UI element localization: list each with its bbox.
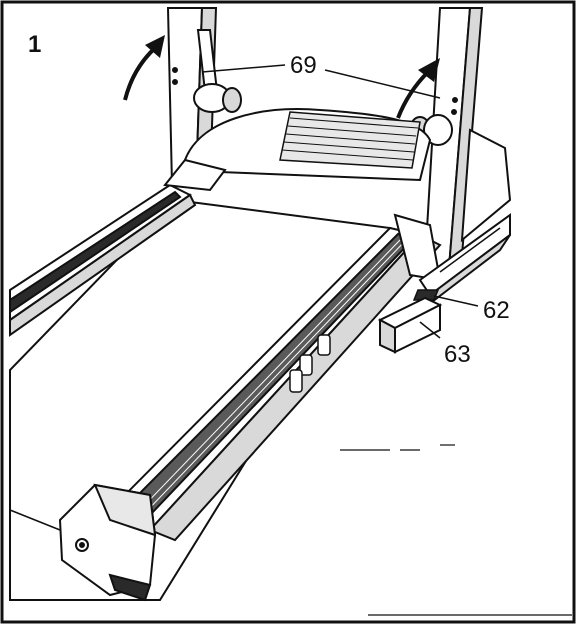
callout-62: 62	[483, 297, 510, 324]
left-lift-arrow	[123, 35, 165, 101]
base-pad	[377, 296, 443, 354]
right-side-housing	[460, 128, 512, 243]
left-side-rail	[9, 183, 197, 337]
left-hinge-roller	[193, 83, 242, 113]
rail-side-bolts	[289, 334, 331, 393]
rear-end-cap	[58, 483, 157, 602]
floor-marks	[340, 444, 572, 616]
callout-leaders	[201, 64, 479, 339]
callout-69: 69	[290, 52, 317, 79]
base-slot	[412, 289, 440, 301]
step-number: 1	[28, 31, 41, 58]
callout-63: 63	[444, 341, 471, 368]
left-foot-bracket	[163, 158, 227, 192]
motor-hood	[183, 108, 432, 182]
rear-floor-line	[9, 509, 61, 531]
right-lift-arrow	[396, 58, 440, 119]
